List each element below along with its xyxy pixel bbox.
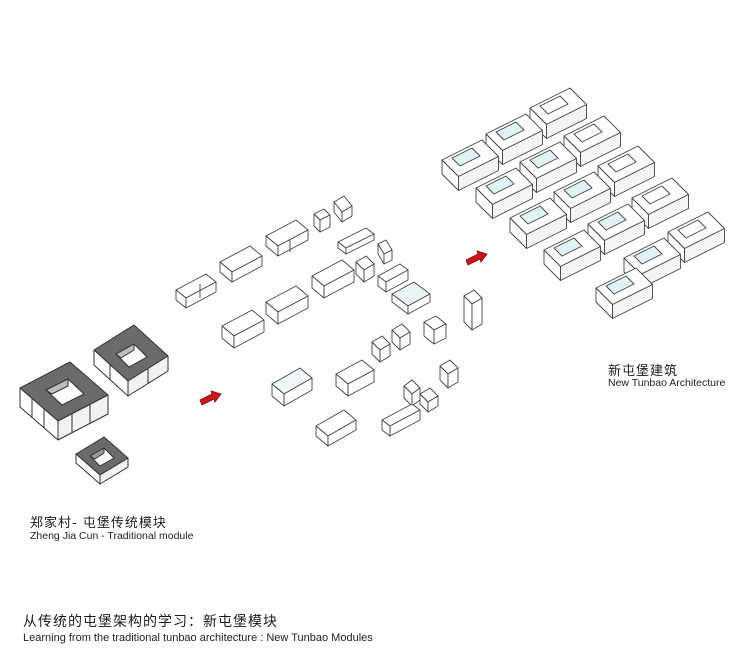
module-house-7 [271,367,313,407]
module-house-10 [381,403,421,437]
module-house-3 [265,219,309,257]
transition-arrow-2 [465,250,488,266]
traditional-courtyard-medium [93,324,169,397]
module-piece-4 [377,239,393,265]
module-piece-6 [377,263,409,293]
module-piece-9 [423,315,447,345]
decomposed-modules [175,195,483,447]
traditional-title-en: Zheng Jia Cun - Traditional module [30,530,194,542]
module-house-5 [265,285,309,325]
traditional-courtyard-large [19,361,109,441]
module-piece-12 [419,387,439,413]
caption-title-en: Learning from the traditional tunbao arc… [23,632,373,644]
module-piece-10 [403,379,421,407]
module-piece-11 [439,359,459,389]
caption-title-zh: 从传统的屯堡架构的学习：新屯堡模块 [23,614,278,630]
traditional-title-zh: 郑家村- 屯堡传统模块 [30,516,167,531]
module-piece-5 [355,255,375,283]
new-unit-13 [667,211,725,263]
new-architecture-title-en: New Tunbao Architecture [608,377,726,389]
new-architecture-title-zh: 新屯堡建筑 [608,364,679,379]
module-piece-7 [371,335,391,363]
module-house-2 [219,245,263,283]
module-house-1 [175,273,217,309]
new-tunbao-grid [441,87,725,319]
module-tall-piece [463,289,483,331]
module-house-4 [221,309,265,349]
transition-arrow-1 [199,390,222,406]
module-piece-8 [391,323,411,351]
traditional-courtyard-small [75,436,129,485]
new-unit-7 [597,145,655,197]
new-unit-15 [595,267,653,319]
module-piece-1 [313,208,331,233]
new-unit-8 [553,171,611,223]
new-unit-9 [509,197,567,249]
new-unit-12 [543,229,601,281]
module-house-6 [311,259,355,299]
module-piece-3 [337,227,375,255]
new-unit-6 [475,167,533,219]
module-glass-block [391,281,431,315]
module-house-8 [335,359,375,397]
new-unit-3 [441,139,499,191]
module-house-9 [315,409,357,447]
module-piece-2 [333,195,353,223]
